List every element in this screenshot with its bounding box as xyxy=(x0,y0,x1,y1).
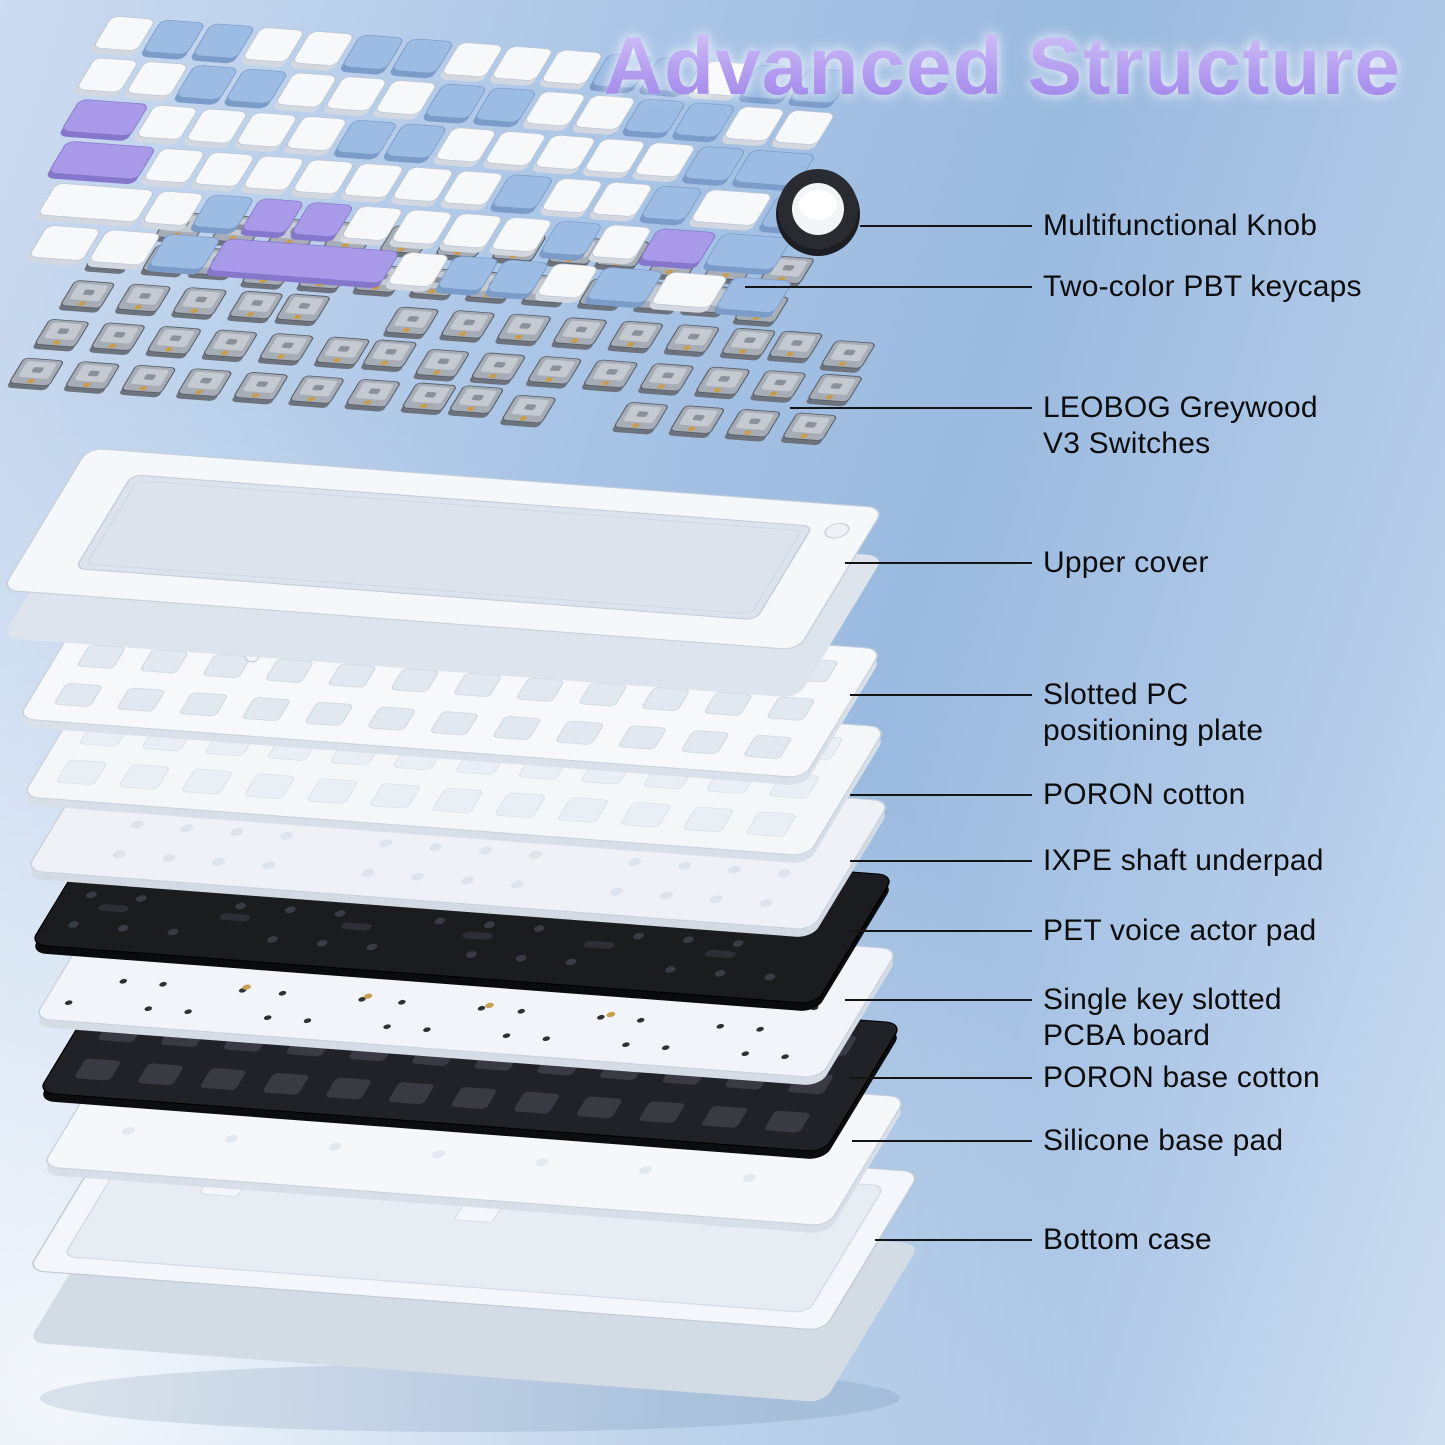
label-switches: LEOBOG Greywood V3 Switches xyxy=(1043,391,1318,460)
label-ixpe-underpad: IXPE shaft underpad xyxy=(1043,844,1324,877)
page-title-text: Advanced Structure xyxy=(603,21,1401,112)
label-pet-pad: PET voice actor pad xyxy=(1043,914,1317,947)
label-poron-base-cotton: PORON base cotton xyxy=(1043,1061,1320,1094)
label-bottom-case: Bottom case xyxy=(1043,1223,1212,1256)
label-pc-plate: Slotted PC positioning plate xyxy=(1043,678,1264,747)
label-pbt-keycaps: Two-color PBT keycaps xyxy=(1043,270,1362,303)
keycap-cluster xyxy=(27,16,851,318)
label-silicone-base-pad: Silicone base pad xyxy=(1043,1124,1284,1157)
multifunctional-knob xyxy=(776,169,860,256)
page-title: Advanced Structure Advanced Structure xyxy=(604,20,1401,114)
label-pcba-board: Single key slotted PCBA board xyxy=(1043,983,1282,1052)
layer-upper-cover xyxy=(6,448,880,697)
page-title-glow: Advanced Structure xyxy=(604,20,1401,114)
label-multifunctional-knob: Multifunctional Knob xyxy=(1043,209,1318,242)
label-poron-cotton: PORON cotton xyxy=(1043,778,1246,811)
label-upper-cover: Upper cover xyxy=(1043,546,1209,579)
